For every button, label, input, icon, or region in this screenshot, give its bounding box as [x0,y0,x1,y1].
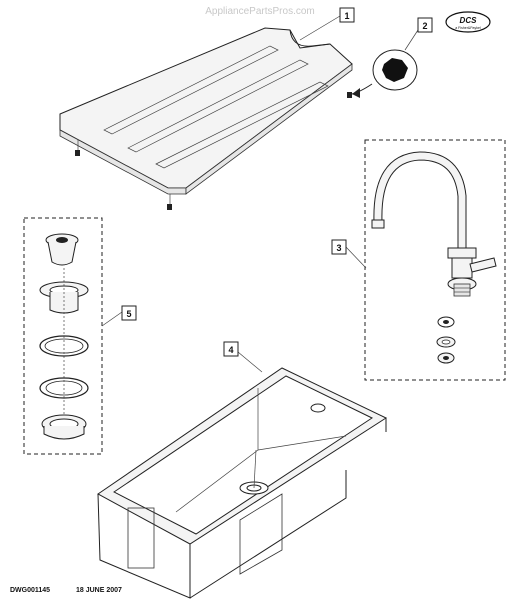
sink-basin-part [97,367,388,599]
callout-1-label: 1 [344,11,349,21]
drain-board-part [59,27,353,210]
drawing-date: 18 JUNE 2007 [76,587,122,594]
faucet-part [371,151,497,364]
board-foot [75,150,80,156]
callout-2-label: 2 [422,21,427,31]
callout-5: 5 [101,305,137,327]
strainer-part [39,233,89,440]
callout-2: 2 [404,17,433,51]
faucet-group-box [364,139,506,381]
logo-brand: DCS [460,16,478,25]
callout-1: 1 [299,7,355,41]
bumper-part [351,49,418,98]
drawing-number: DWG001145 [10,587,50,594]
callout-3-label: 3 [336,243,341,253]
callout-5-label: 5 [126,309,131,319]
strainer-group-box [23,217,103,455]
callout-4: 4 [223,341,263,373]
logo-tagline: a Fisher&Paykel [455,26,481,30]
callout-3: 3 [331,239,367,269]
board-foot [347,92,352,98]
callout-4-label: 4 [228,345,233,355]
board-foot [167,204,172,210]
dcs-logo: DCS a Fisher&Paykel [445,11,491,33]
watermark-text: AppliancePartsPros.com [205,6,315,17]
